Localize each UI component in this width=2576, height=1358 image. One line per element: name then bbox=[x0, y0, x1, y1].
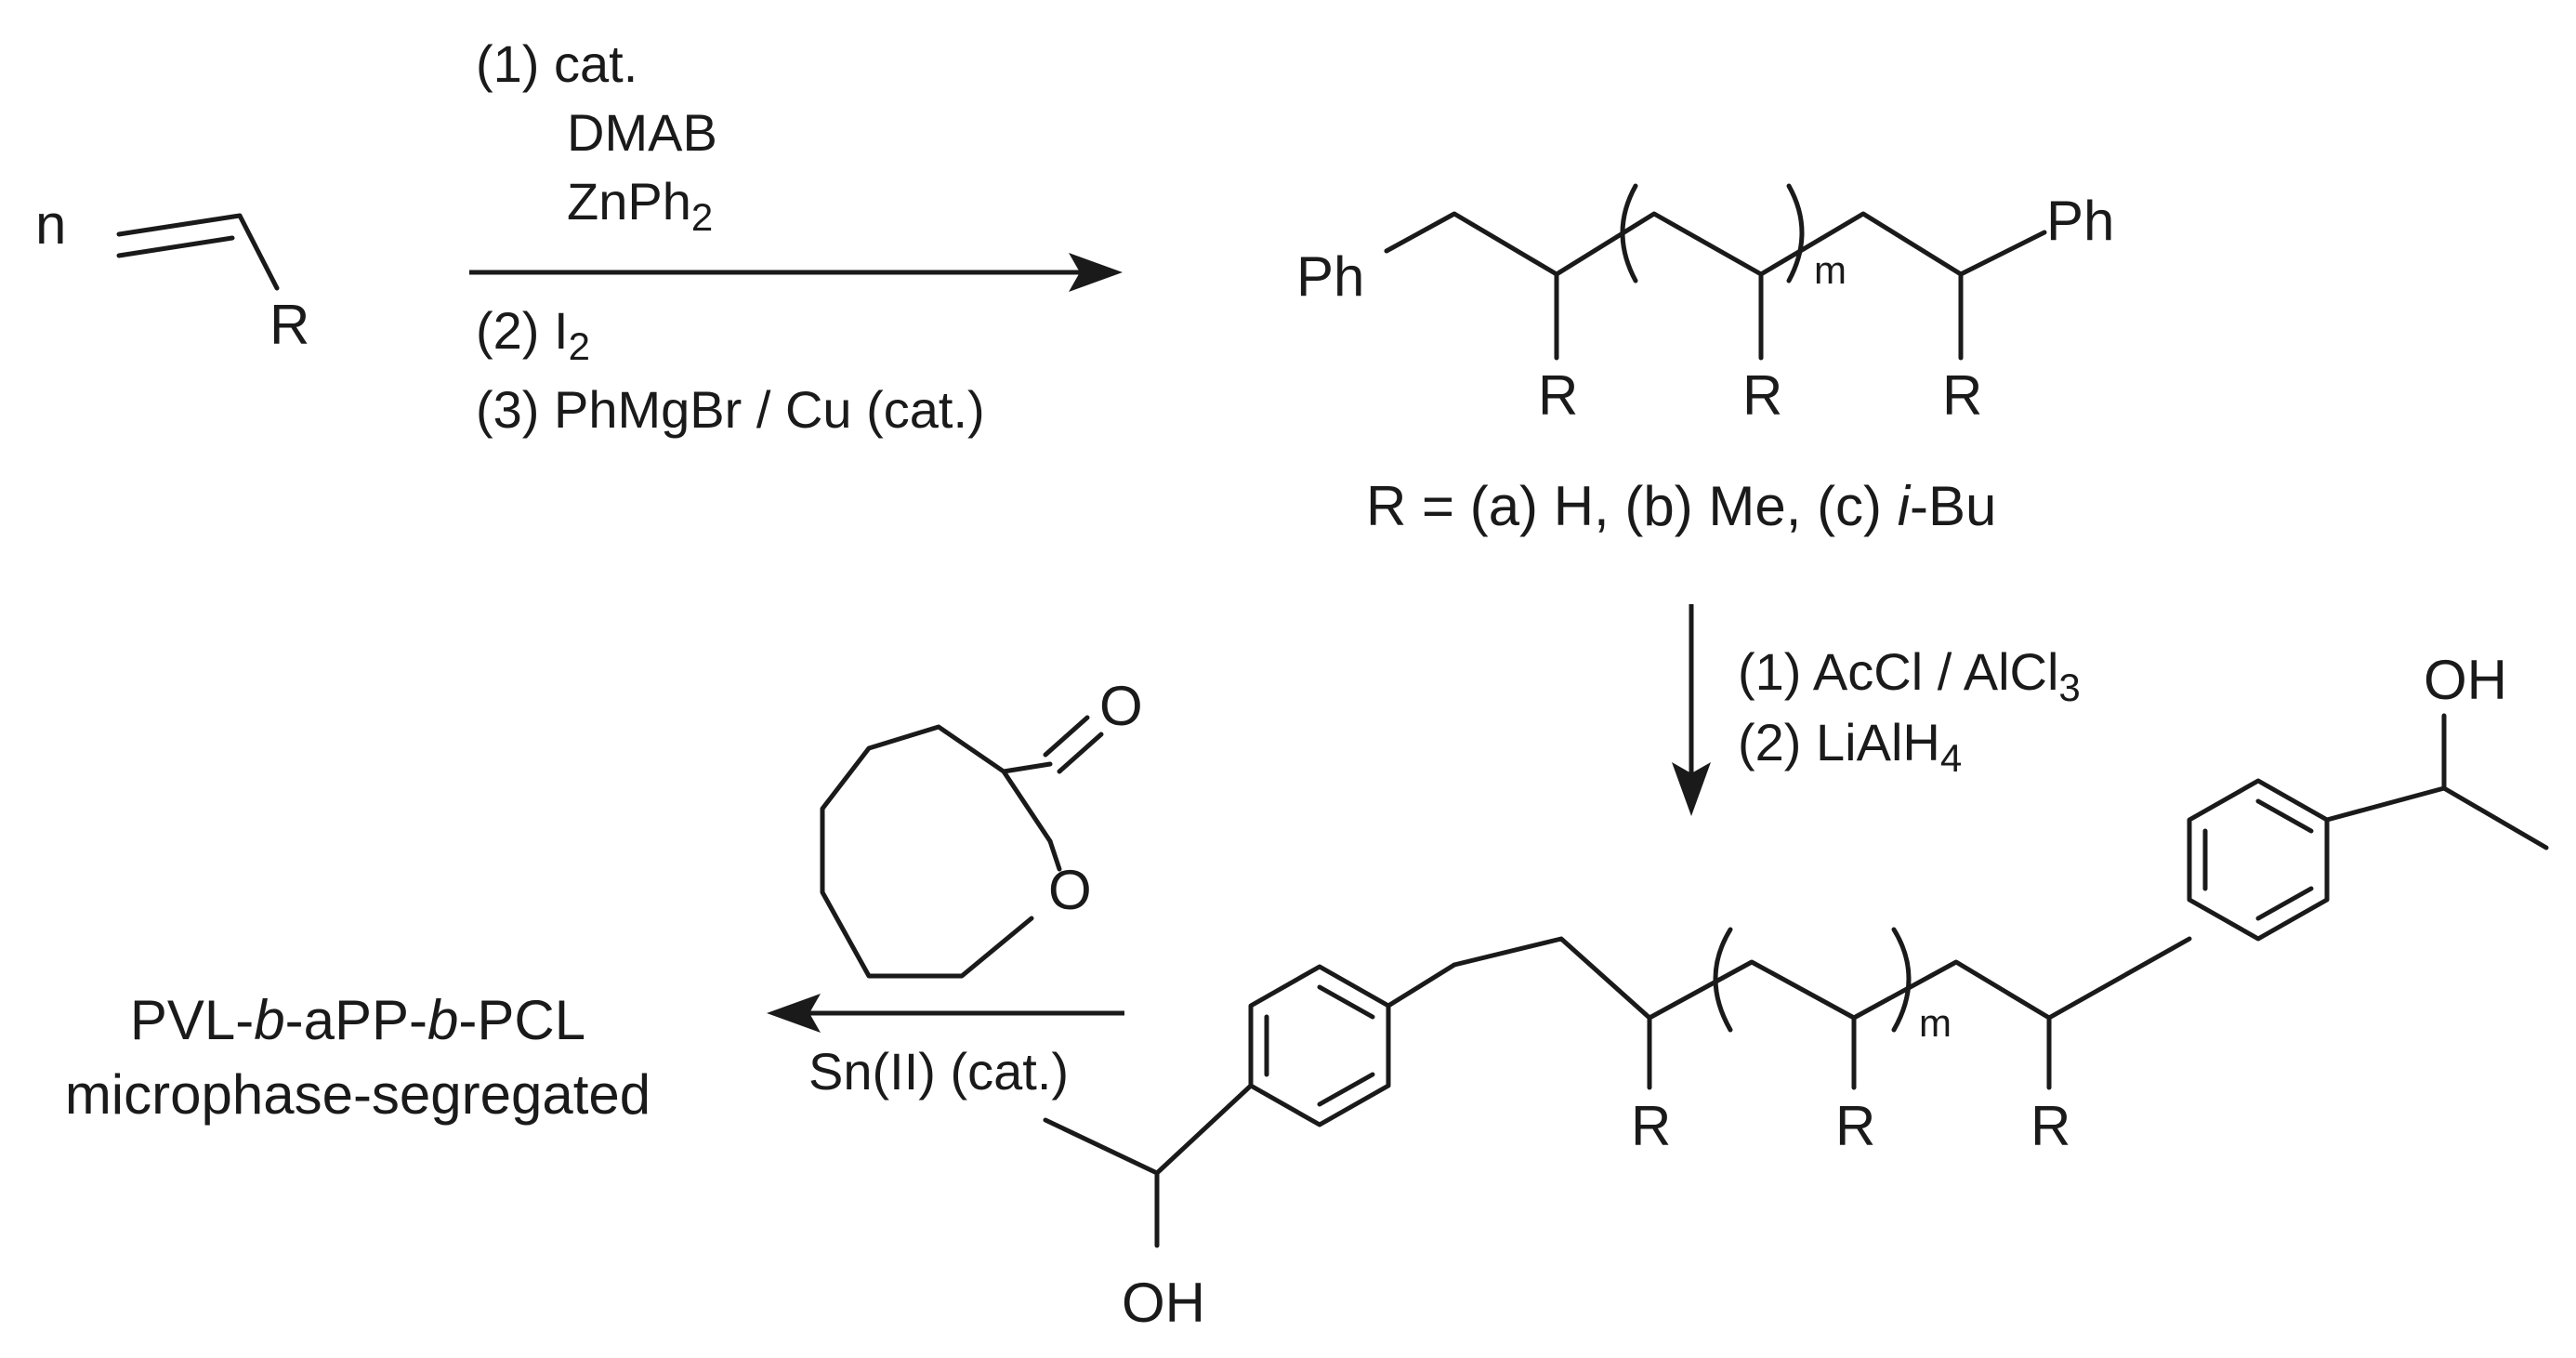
step3: Sn(II) (cat.) bbox=[767, 994, 1124, 1101]
lactone-carbonyl-o: O bbox=[1099, 675, 1143, 737]
final-name-i1: b bbox=[254, 989, 284, 1051]
product1-end-right: Ph bbox=[2046, 190, 2114, 252]
zn-reagent-main: ZnPh bbox=[567, 172, 691, 231]
step3-arrow-head bbox=[767, 994, 821, 1033]
step1-condition-1: (1) cat. bbox=[476, 34, 637, 93]
lactone-carbonyl-carbon bbox=[1001, 761, 1053, 774]
final-product-name: PVL-b-aPP-b-PCL bbox=[130, 989, 585, 1051]
step2-line-1: (1) AcCl / AlCl3 bbox=[1738, 642, 2081, 709]
product1-backbone bbox=[1384, 211, 2047, 277]
product1-r-3: R bbox=[1942, 364, 1982, 427]
product1-repeat-bracket-right bbox=[1786, 183, 1805, 283]
step2-line-2-main: (2) LiAlH bbox=[1738, 713, 1940, 771]
product2-left-ring-inner-1 bbox=[1317, 984, 1375, 1020]
step1-arrow-head bbox=[1069, 253, 1123, 292]
product2-left-ring-inner-2 bbox=[1317, 1072, 1375, 1107]
r-definition-text: R = (a) H, (b) Me, (c) bbox=[1366, 475, 1898, 537]
lactone-carbonyl-1 bbox=[1057, 732, 1104, 774]
product2-repeat-subscript: m bbox=[1919, 1001, 1952, 1045]
step1-condition-2: DMAB bbox=[567, 103, 717, 162]
monomer-r-bond bbox=[237, 213, 280, 291]
step1-cross-coupling: (3) PhMgBr / Cu (cat.) bbox=[476, 380, 985, 439]
product2-left-ring bbox=[1248, 964, 1391, 1127]
r-definition: R = (a) H, (b) Me, (c) i-Bu bbox=[1366, 475, 1996, 537]
product2: OH R R R m OH bbox=[1043, 649, 2549, 1334]
product2-right-ethyl bbox=[2324, 785, 2549, 850]
final-product: PVL-b-aPP-b-PCL microphase-segregated bbox=[65, 989, 651, 1126]
product1-end-left: Ph bbox=[1296, 245, 1364, 308]
step3-catalyst: Sn(II) (cat.) bbox=[808, 1042, 1069, 1101]
caprolactone: O O bbox=[820, 675, 1143, 979]
product2-right-ring-inner-1 bbox=[2255, 798, 2314, 834]
step2-line-1-subscript: 3 bbox=[2058, 666, 2080, 709]
final-name-p1: PVL- bbox=[130, 989, 254, 1051]
product2-left-ethyl bbox=[1043, 1083, 1254, 1176]
r-definition-suffix: -Bu bbox=[1910, 475, 1996, 537]
step2-line-1-main: (1) AcCl / AlCl bbox=[1738, 642, 2058, 701]
product1-r-2: R bbox=[1742, 364, 1782, 427]
zn-reagent-subscript: 2 bbox=[691, 195, 713, 239]
product2-hydroxyl-right: OH bbox=[2424, 649, 2507, 711]
final-name-p3: -PCL bbox=[458, 989, 585, 1051]
final-product-description: microphase-segregated bbox=[65, 1063, 651, 1126]
product2-repeat-bracket-left bbox=[1713, 927, 1733, 1033]
step2-line-2-subscript: 4 bbox=[1940, 736, 1962, 780]
step2-line-2: (2) LiAlH4 bbox=[1738, 713, 1962, 780]
product2-r-2: R bbox=[1835, 1095, 1875, 1157]
step2-arrow-head bbox=[1672, 762, 1711, 816]
final-name-p2: -aPP- bbox=[285, 989, 427, 1051]
iodine-main: (2) I bbox=[476, 301, 569, 360]
step1: (1) cat. DMAB ZnPh2 (2) I2 (3) PhMgBr / … bbox=[469, 34, 1123, 439]
product1-repeat-subscript: m bbox=[1814, 248, 1847, 292]
monomer-double-bond-2 bbox=[116, 235, 235, 258]
monomer-double-bond-1 bbox=[116, 213, 243, 237]
lactone-carbonyl-2 bbox=[1043, 715, 1090, 758]
final-name-i2: b bbox=[427, 989, 458, 1051]
step1-iodine: (2) I2 bbox=[476, 301, 590, 368]
monomer: n R bbox=[35, 193, 309, 356]
r-definition-italic: i bbox=[1898, 475, 1912, 537]
monomer-coefficient: n bbox=[35, 193, 66, 256]
product1: Ph R R R Ph m bbox=[1296, 183, 2114, 427]
product2-repeat-bracket-right bbox=[1891, 927, 1912, 1033]
iodine-subscript: 2 bbox=[569, 324, 590, 368]
product1-repeat-bracket-left bbox=[1620, 183, 1638, 283]
product2-backbone bbox=[1452, 936, 2192, 1021]
product1-r-1: R bbox=[1538, 364, 1578, 427]
product2-left-ring-chain-bond bbox=[1386, 962, 1457, 1009]
lactone-ring-o: O bbox=[1048, 859, 1092, 921]
step2: (1) AcCl / AlCl3 (2) LiAlH4 bbox=[1672, 604, 2081, 816]
step1-zn-reagent: ZnPh2 bbox=[567, 172, 713, 239]
product2-hydroxyl-left: OH bbox=[1122, 1272, 1205, 1334]
product2-r-1: R bbox=[1631, 1095, 1671, 1157]
lactone-ring-ester-bond bbox=[1047, 838, 1062, 872]
lactone-ring bbox=[820, 724, 1053, 979]
product2-right-ring bbox=[2187, 778, 2330, 942]
product2-right-ring-inner-2 bbox=[2255, 886, 2314, 921]
monomer-substituent: R bbox=[269, 294, 309, 356]
product2-r-3: R bbox=[2031, 1095, 2070, 1157]
